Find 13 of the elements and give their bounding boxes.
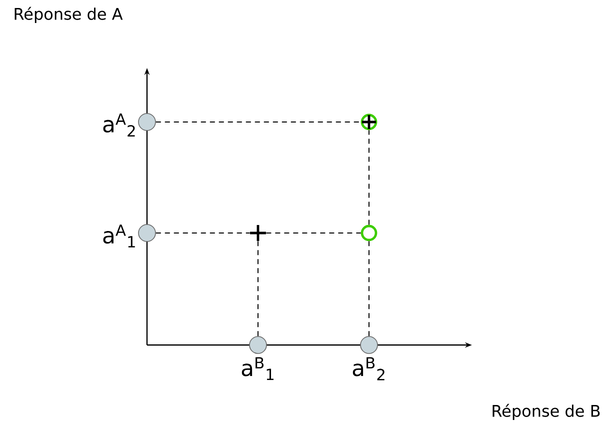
axis-title: Réponse de B xyxy=(492,404,600,420)
dashed-line xyxy=(368,130,370,226)
axis-title: Réponse de A xyxy=(14,6,123,24)
crossed-circle xyxy=(360,114,378,130)
dashed-line xyxy=(266,232,362,234)
tick-label: a$^{B}$2 xyxy=(352,357,384,380)
outcome-circle xyxy=(360,224,378,242)
dashed-line xyxy=(368,240,370,337)
tick-label: a$^{A}$2 xyxy=(103,113,135,137)
cross-mark xyxy=(248,224,268,242)
tick-label: a$^{A}$1 xyxy=(103,224,135,248)
tick-label: a$^{B}$1 xyxy=(242,357,274,380)
dashed-line xyxy=(155,232,250,234)
